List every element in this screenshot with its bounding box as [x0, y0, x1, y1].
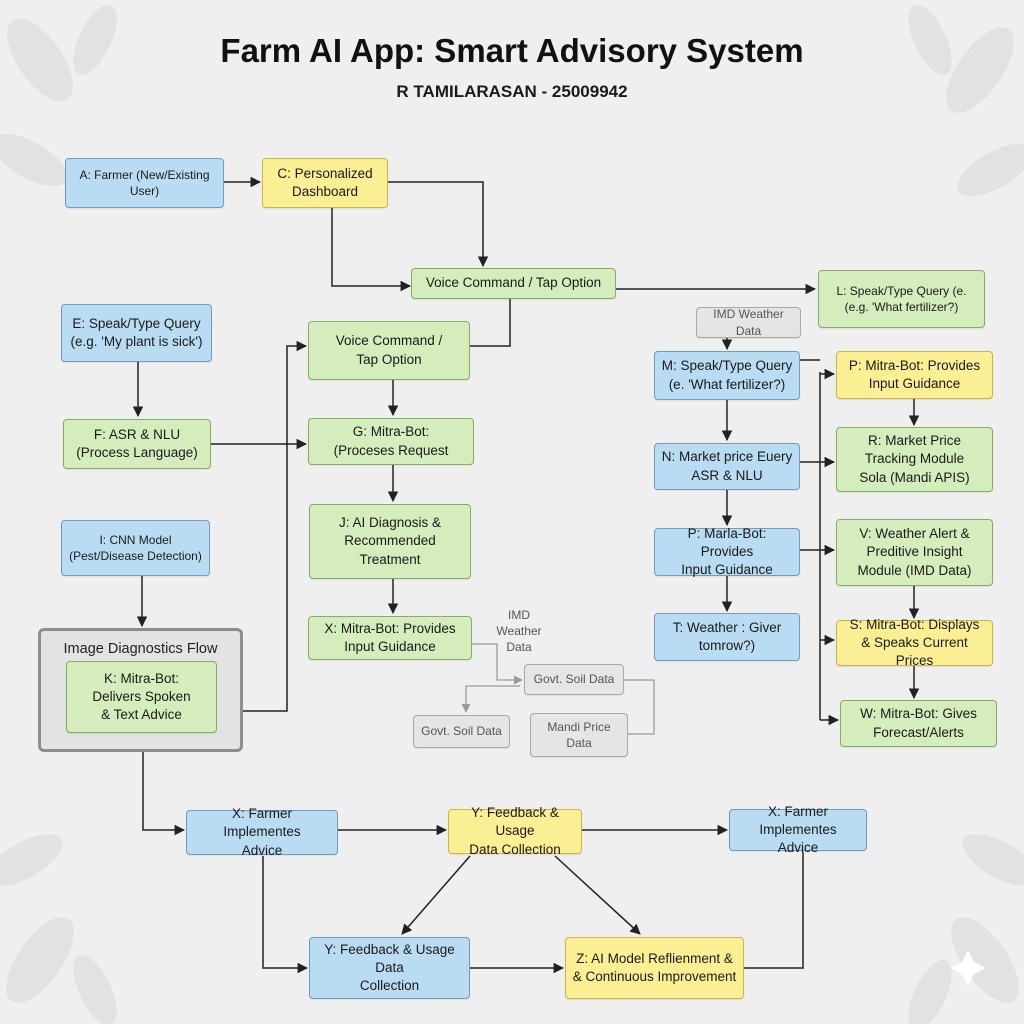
node-a-farmer[interactable]: A: Farmer (New/Existing User): [65, 158, 224, 208]
gray-line-soil-to-mandi: [624, 679, 655, 735]
node-j-ai-diagnosis[interactable]: J: AI Diagnosis & Recommended Treatment: [309, 504, 471, 579]
arrow-y-top-to-y-bottom: [401, 855, 471, 935]
node-i-cnn-model[interactable]: I: CNN Model (Pest/Disease Detection): [61, 520, 210, 576]
arrow-y-top-to-z: [554, 855, 641, 935]
arrow-c-to-voice-top: [388, 181, 489, 268]
node-x-farmer-implements-advice-right[interactable]: X: Farmer Implementes Advice: [729, 804, 867, 855]
node-f-asr-nlu[interactable]: F: ASR & NLU (Process Language): [63, 419, 211, 469]
node-govt-soil-data-right[interactable]: Govt. Soil Data: [524, 664, 624, 695]
node-x-mitra-bot-input-guidance[interactable]: X: Mitra-Bot: Provides Input Guidance: [308, 616, 472, 660]
node-c-personalized-dashboard[interactable]: C: Personalized Dashboard: [262, 158, 388, 208]
line-c-down: [331, 208, 412, 292]
gray-line-x-mid-to-soil: [472, 643, 523, 685]
node-x-farmer-implements-advice-left[interactable]: X: Farmer Implementes Advice: [186, 806, 338, 858]
diagram-title: Farm AI App: Smart Advisory System: [220, 32, 804, 69]
node-e-speak-type-query[interactable]: E: Speak/Type Query (e.g. 'My plant is s…: [61, 304, 212, 362]
node-p-marla-bot-input-guidance[interactable]: P: Marla-Bot: Provides Input Guidance: [654, 526, 800, 577]
node-r-market-price-tracking[interactable]: R: Market Price Tracking Module Sola (Ma…: [836, 427, 993, 492]
arrow-group-to-voice-mid: [243, 340, 308, 712]
node-govt-soil-data-left[interactable]: Govt. Soil Data: [413, 715, 510, 748]
gray-arrow-to-soil-left: [461, 685, 520, 713]
node-t-weather-query[interactable]: T: Weather : Giver tomrow?): [654, 613, 800, 661]
node-mandi-price-data[interactable]: Mandi Price Data: [530, 713, 628, 757]
node-z-ai-model-refinement[interactable]: Z: AI Model Reflienment & & Continuous I…: [565, 937, 744, 999]
group-label: Image Diagnostics Flow: [63, 641, 218, 657]
node-k-mitra-bot-delivers-advice[interactable]: K: Mitra-Bot: Delivers Spoken & Text Adv…: [66, 661, 217, 733]
node-voice-command-top[interactable]: Voice Command / Tap Option: [411, 268, 616, 299]
label-imd-weather-data-mid: IMD Weather Data: [496, 607, 542, 655]
node-voice-command-mid[interactable]: Voice Command / Tap Option: [308, 321, 470, 380]
node-imd-weather-data-right[interactable]: IMD Weather Data: [696, 307, 801, 338]
node-m-speak-type-query[interactable]: M: Speak/Type Query (e. 'What fertilizer…: [654, 351, 800, 400]
node-l-speak-type-query[interactable]: L: Speak/Type Query (e. (e.g. 'What fert…: [818, 270, 985, 328]
node-n-market-price-query[interactable]: N: Market price Euery ASR & NLU: [654, 443, 800, 490]
diagram-subtitle: R TAMILARASAN - 25009942: [396, 82, 628, 101]
arrow-x-left-to-y-bottom: [262, 856, 309, 974]
node-p-mitra-bot-input-guidance[interactable]: P: Mitra-Bot: Provides Input Guidance: [836, 351, 993, 399]
node-y-feedback-usage-bottom[interactable]: Y: Feedback & Usage Data Collection: [309, 937, 470, 999]
node-w-mitra-bot-forecast-alerts[interactable]: W: Mitra-Bot: Gives Forecast/Alerts: [840, 700, 997, 747]
line-x-right-to-z: [744, 852, 804, 969]
arrow-group-to-x-left: [142, 752, 186, 836]
node-v-weather-alert-module[interactable]: V: Weather Alert & Preditive Insight Mod…: [836, 519, 993, 586]
node-g-mitra-bot[interactable]: G: Mitra-Bot: (Proceses Request: [308, 418, 474, 465]
node-y-feedback-usage-top[interactable]: Y: Feedback & Usage Data Collection: [448, 805, 582, 857]
node-s-mitra-bot-displays-prices[interactable]: S: Mitra-Bot: Displays & Speaks Current …: [836, 617, 993, 668]
line-voice-top-to-voice-mid: [470, 299, 511, 347]
